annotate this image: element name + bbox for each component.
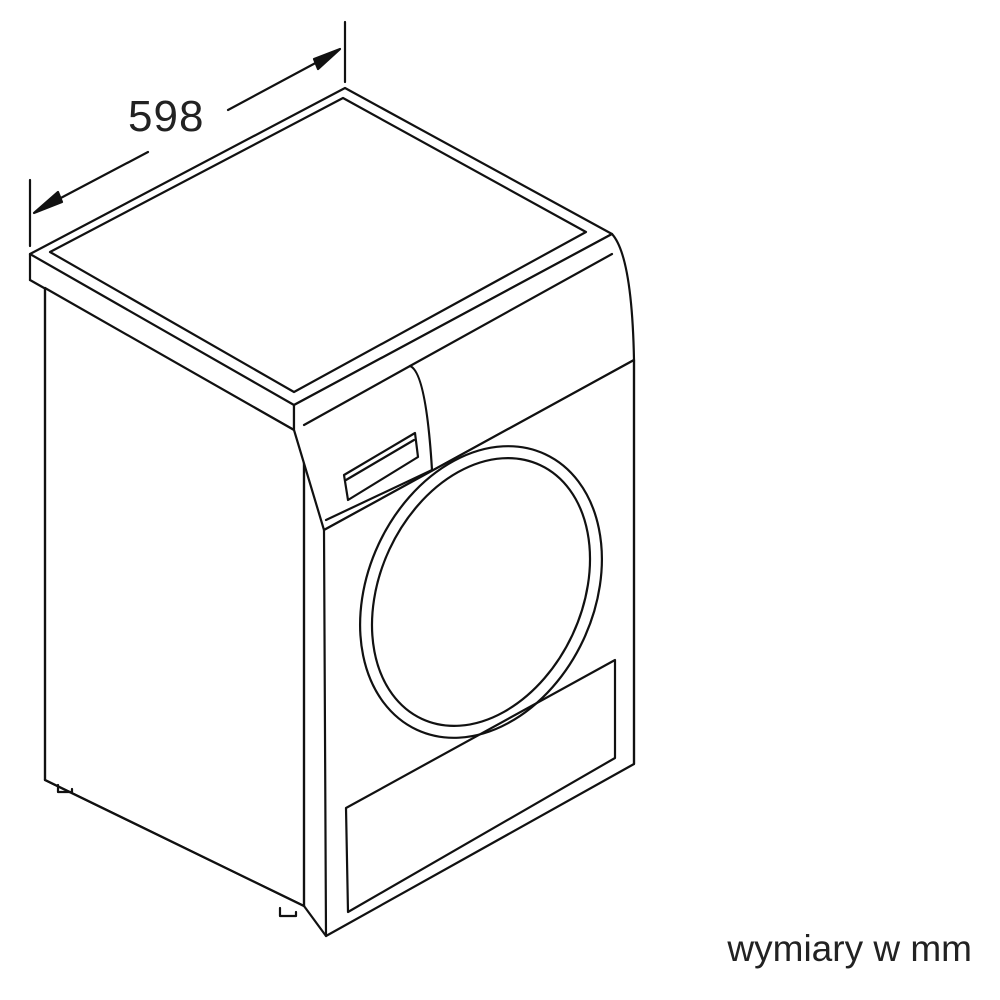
door-outer-ring (359, 445, 603, 739)
door-inner-ring (370, 457, 592, 727)
dryer-front-panel (302, 358, 636, 938)
display-window (342, 431, 420, 502)
width-dimension-label: 598 (128, 92, 205, 141)
dryer-side-panel (43, 286, 306, 918)
kick-plate (344, 658, 617, 914)
width-dimension-line (28, 20, 347, 248)
units-note: wymiary w mm (727, 928, 972, 969)
